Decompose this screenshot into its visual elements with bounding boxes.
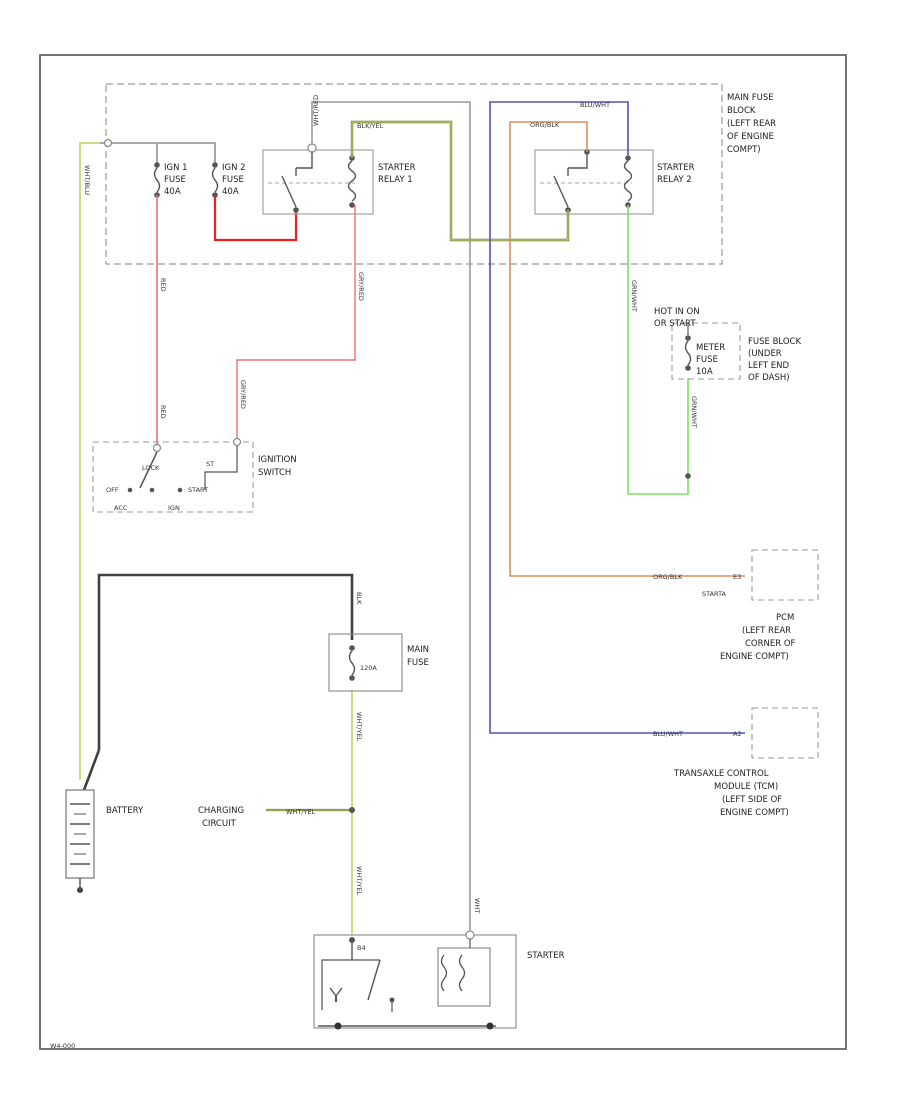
ignition-switch: LOCK OFF ST START ACC IGN IGNITION SWITC… — [92, 437, 299, 513]
ign2-fuse-label: IGN 2 FUSE 40A — [222, 163, 248, 197]
starter-relay-1: STARTER RELAY 1 — [262, 143, 418, 215]
ign-pos-start: START — [188, 486, 208, 494]
meter-fuse-block: METER FUSE 10A HOT IN ON OR START FUSE B… — [654, 307, 804, 383]
wire-code-gry-red-1: GRY/RED — [357, 272, 365, 301]
main-fuse-block-label: MAIN FUSE BLOCK (LEFT REAR OF ENGINE COM… — [727, 93, 779, 155]
starter-relay-2-label: STARTER RELAY 2 — [657, 163, 697, 185]
wire-code-wht-yel-low: WHT/YEL — [355, 866, 363, 896]
wht-starter-feed — [311, 101, 471, 930]
main-fuse: 120A MAIN FUSE — [328, 633, 432, 692]
ignition-switch-label: IGNITION SWITCH — [258, 455, 299, 478]
hot-in-on-or-start-note: HOT IN ON OR START — [654, 307, 702, 329]
grn-wht-meter-wire — [627, 205, 689, 495]
charging-circuit-label: CHARGING CIRCUIT — [198, 806, 247, 829]
ign-pos-acc: ACC — [114, 504, 128, 512]
ign-pos-ign: IGN — [168, 504, 180, 512]
org-blk-pcm-wire — [509, 121, 745, 577]
wire-code-wht-starter: WHT — [473, 898, 481, 913]
wire-code-org-blk-pcm: ORG/BLK — [653, 573, 683, 581]
pcm-label: PCM (LEFT REAR CORNER OF ENGINE COMPT) — [720, 613, 798, 662]
wire-code-red-1: RED — [159, 278, 167, 292]
ign1-fuse: IGN 1 FUSE 40A — [153, 162, 190, 198]
ign-pos-lock: LOCK — [142, 464, 160, 472]
tcm-module: BLU/WHT A2 TRANSAXLE CONTROL MODULE (TCM… — [653, 707, 819, 818]
wht-blu-battery-feed — [79, 142, 100, 780]
ign2-fuse: IGN 2 FUSE 40A — [211, 162, 248, 198]
main-fuse-label: MAIN FUSE — [407, 645, 432, 668]
wire-code-wht-blu-left: WHT/BLU — [83, 165, 91, 195]
blk-main-feed — [97, 573, 354, 750]
fuse-block-bus — [100, 142, 216, 165]
main-fuse-amp-label: 120A — [360, 664, 377, 672]
tcm-label: TRANSAXLE CONTROL MODULE (TCM) (LEFT SID… — [673, 769, 789, 818]
starter-label: STARTER — [527, 951, 565, 961]
pcm-module: ORG/BLK E3 STARTA PCM (LEFT REAR CORNER … — [653, 549, 819, 662]
meter-fuse-label: METER FUSE 10A — [696, 343, 728, 377]
ign2-to-relay1-wire — [213, 195, 298, 242]
starter-relay-1-label: STARTER RELAY 1 — [378, 163, 418, 185]
ign1-fuse-label: IGN 1 FUSE 40A — [164, 163, 190, 197]
diagram-id: W4-000 — [50, 1042, 75, 1050]
pin-a2: A2 — [733, 730, 742, 738]
wire-code-grn-wht-2: GRN/WHT — [690, 396, 698, 428]
ign-pos-st: ST — [206, 460, 214, 468]
wire-code-gry-red-2: GRY/RED — [239, 380, 247, 409]
battery-label: BATTERY — [106, 806, 144, 816]
blu-wht-tcm-wire — [489, 101, 745, 734]
diagram-frame — [39, 54, 847, 1050]
fuse-block-dash-label: FUSE BLOCK (UNDER LEFT END OF DASH) — [748, 337, 804, 383]
wire-code-wht-yel-mid: WHT/YEL — [355, 712, 363, 742]
pin-b4: B4 — [357, 944, 366, 952]
wire-code-blk-yel-top: BLK/YEL — [357, 122, 384, 130]
wire-code-wht-yel-charge: WHT/YEL — [286, 808, 316, 816]
wire-code-red-2: RED — [159, 405, 167, 419]
main-fuse-block-outline — [105, 83, 723, 265]
gry-red-relay1-coil-wire — [236, 205, 356, 442]
starter-relay-2: STARTER RELAY 2 — [534, 149, 697, 215]
wire-code-grn-wht-1: GRN/WHT — [630, 280, 638, 312]
wire-code-blk-main: BLK — [355, 592, 363, 605]
ign-pos-off: OFF — [106, 486, 119, 494]
wire-code-wht-red: WHT/RED — [312, 95, 320, 126]
pcm-pin-label: STARTA — [702, 590, 727, 598]
starter-motor: B4 STARTER — [313, 930, 565, 1030]
wire-code-blu-wht-tcm: BLU/WHT — [653, 730, 683, 738]
wire-code-blu-wht: BLU/WHT — [580, 101, 610, 109]
battery: BATTERY — [65, 749, 144, 893]
pin-e3: E3 — [733, 573, 741, 581]
wire-code-org-blk: ORG/BLK — [530, 121, 560, 129]
